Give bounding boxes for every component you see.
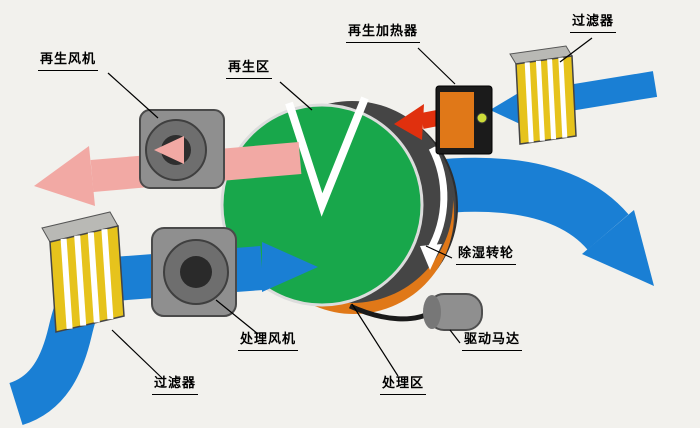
motor-end-cap (423, 295, 441, 329)
leader-regeneration-heater (417, 47, 456, 85)
filter-bottom-pleats (60, 229, 114, 329)
label-filter-bottom-left: 过滤器 (152, 376, 199, 396)
heater-indicator-dot (476, 112, 488, 124)
regeneration-air-arrowhead (34, 146, 95, 206)
leader-regeneration-fan (107, 72, 159, 119)
label-processing-fan: 处理风机 (238, 332, 299, 352)
label-regeneration-zone: 再生区 (226, 60, 273, 80)
rotation-arrow (426, 146, 448, 252)
filter-top-pleats (524, 57, 568, 143)
label-drive-motor: 驱动马达 (462, 332, 523, 352)
exit-air-arrowhead (582, 210, 654, 286)
process-fan-inlet (180, 256, 212, 288)
process-inlet-arrowhead (262, 242, 318, 292)
regeneration-fan-arrowhead (154, 136, 184, 164)
inlet-filter-bottom (41, 211, 125, 333)
heater-element-face (440, 92, 474, 148)
leader-lines (107, 37, 593, 379)
regeneration-fan (139, 109, 225, 189)
hot-air-arrowhead (394, 104, 424, 140)
leader-regeneration-zone (279, 81, 313, 111)
wheel-sector-lines (285, 96, 369, 217)
leader-processing-zone (351, 303, 399, 377)
label-regeneration-heater: 再生加热器 (346, 24, 421, 44)
leader-drive-motor (449, 329, 461, 344)
leader-filter-top-right (559, 37, 593, 63)
leader-filter-bottom-left (111, 329, 163, 379)
process-fan (151, 227, 237, 317)
filter-top-front-face (515, 55, 577, 145)
label-dehumidification-wheel: 除湿转轮 (456, 246, 517, 266)
label-processing-zone: 处理区 (380, 376, 427, 396)
leader-dehumidification-wheel (425, 245, 453, 259)
regeneration-heater (435, 85, 493, 155)
drive-motor (423, 293, 483, 331)
inlet-filter-top (509, 45, 577, 145)
label-regeneration-fan: 再生风机 (38, 52, 99, 72)
label-filter-top-right: 过滤器 (570, 14, 617, 34)
leader-processing-fan (215, 299, 259, 335)
regeneration-inlet-arrowhead (490, 92, 520, 124)
